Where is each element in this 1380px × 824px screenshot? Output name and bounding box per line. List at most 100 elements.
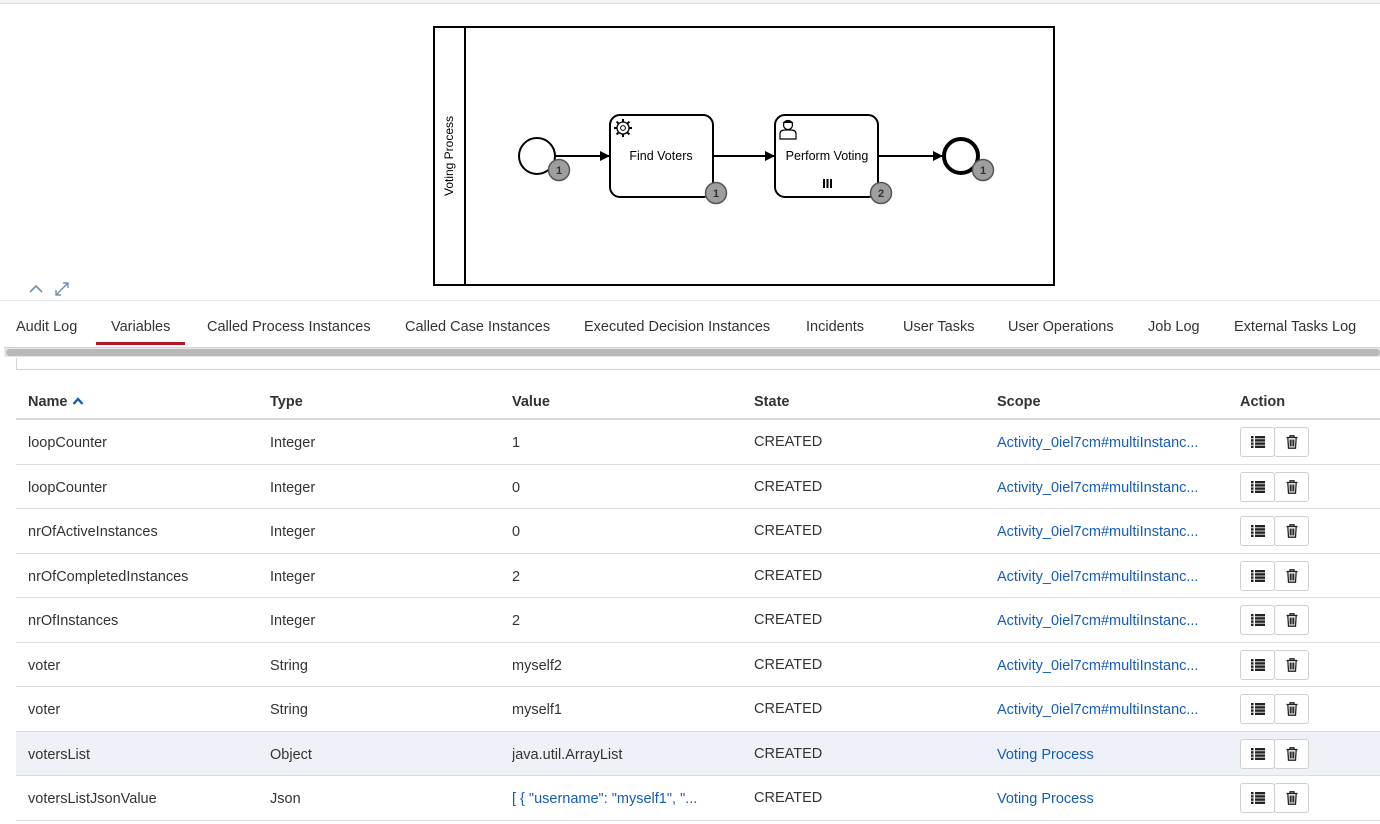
tab-called-process-instances[interactable]: Called Process Instances <box>207 319 371 335</box>
variable-state: CREATED <box>754 612 823 628</box>
details-button[interactable] <box>1240 649 1275 680</box>
variable-state: CREATED <box>754 567 823 584</box>
variable-name: voter <box>28 657 61 674</box>
tab-incidents[interactable]: Incidents <box>806 319 865 335</box>
task-label: Find Voters <box>629 149 692 163</box>
collapse-diagram-button[interactable] <box>27 281 45 297</box>
trash-icon <box>1286 657 1298 672</box>
trash-icon <box>1286 435 1298 449</box>
variable-scope-link[interactable]: Activity_0iel7cm#multiInstanc... <box>997 524 1199 540</box>
tab-called-case-instances[interactable]: Called Case Instances <box>405 319 551 335</box>
column-header-value[interactable]: Value <box>512 394 550 410</box>
column-header-name[interactable]: Name <box>28 394 258 410</box>
variable-scope-link[interactable]: Activity_0iel7cm#multiInstanc... <box>997 657 1199 674</box>
tab-user-tasks[interactable]: User Tasks <box>903 319 975 335</box>
variables-table: Name Type Value State Scope Action loopC… <box>16 382 1380 821</box>
tab-bar: Audit Log Variables Called Process Insta… <box>0 300 1380 346</box>
list-icon <box>1250 614 1265 626</box>
find-voters-badge: 1 <box>704 181 728 205</box>
variable-scope-link[interactable]: Activity_0iel7cm#multiInstanc... <box>997 568 1199 585</box>
delete-button[interactable] <box>1274 783 1309 813</box>
parallel-multi-instance-icon <box>823 179 832 188</box>
end-event[interactable] <box>942 137 980 175</box>
variable-scope-link[interactable]: Activity_0iel7cm#multiInstanc... <box>997 613 1199 629</box>
details-button[interactable] <box>1240 427 1275 457</box>
column-header-action: Action <box>1240 394 1286 410</box>
delete-button[interactable] <box>1274 471 1309 502</box>
variable-state: CREATED <box>754 434 823 450</box>
variable-name: nrOfActiveInstances <box>28 524 158 540</box>
list-icon <box>1250 747 1265 760</box>
variable-value: myself1 <box>512 702 562 718</box>
details-button[interactable] <box>1240 516 1275 546</box>
delete-button[interactable] <box>1274 738 1309 769</box>
sort-ascending-icon[interactable] <box>72 394 84 410</box>
gear-icon <box>614 119 632 137</box>
variable-scope-link[interactable]: Activity_0iel7cm#multiInstanc... <box>997 435 1199 451</box>
details-button[interactable] <box>1240 471 1275 502</box>
svg-text:1: 1 <box>713 188 719 200</box>
variable-scope-link[interactable]: Activity_0iel7cm#multiInstanc... <box>997 702 1199 718</box>
tab-job-log[interactable]: Job Log <box>1148 319 1200 335</box>
row-actions <box>1240 694 1309 724</box>
scrollbar-thumb[interactable] <box>6 349 1380 356</box>
delete-button[interactable] <box>1274 560 1309 591</box>
details-button[interactable] <box>1240 783 1275 813</box>
task-label: Perform Voting <box>786 149 869 163</box>
details-button[interactable] <box>1240 694 1275 724</box>
variable-state: CREATED <box>754 523 823 539</box>
row-actions <box>1240 783 1309 813</box>
delete-button[interactable] <box>1274 427 1309 457</box>
trash-icon <box>1286 568 1298 583</box>
perform-voting-badge: 2 <box>869 181 893 205</box>
variable-state: CREATED <box>754 701 823 717</box>
tab-audit-log[interactable]: Audit Log <box>16 319 78 335</box>
details-button[interactable] <box>1240 605 1275 635</box>
variable-value[interactable]: [ { "username": "myself1", "... <box>512 791 698 807</box>
variable-scope-link[interactable]: Voting Process <box>997 791 1094 807</box>
variable-type: Object <box>270 746 312 763</box>
row-actions <box>1240 649 1309 680</box>
tab-executed-decision-instances[interactable]: Executed Decision Instances <box>584 319 771 335</box>
variable-scope-link[interactable]: Voting Process <box>997 746 1094 763</box>
variable-value: 2 <box>512 613 521 629</box>
details-button[interactable] <box>1240 560 1275 591</box>
panel-border <box>16 358 1380 370</box>
column-header-type[interactable]: Type <box>270 394 303 410</box>
trash-icon <box>1286 746 1298 761</box>
delete-button[interactable] <box>1274 516 1309 546</box>
variable-scope-link[interactable]: Activity_0iel7cm#multiInstanc... <box>997 479 1199 496</box>
tab-user-operations[interactable]: User Operations <box>1008 319 1114 335</box>
trash-icon <box>1286 613 1298 627</box>
variable-type: Integer <box>270 524 316 540</box>
expand-diagram-button[interactable] <box>53 281 71 297</box>
variable-name: voter <box>28 702 61 718</box>
tab-external-tasks-log[interactable]: External Tasks Log <box>1234 319 1357 335</box>
delete-button[interactable] <box>1274 694 1309 724</box>
bpmn-diagram[interactable]: Voting Process Find Voters <box>0 5 1380 300</box>
column-header-state[interactable]: State <box>754 394 790 410</box>
details-button[interactable] <box>1240 738 1275 769</box>
delete-button[interactable] <box>1274 649 1309 680</box>
user-icon <box>779 119 797 140</box>
delete-button[interactable] <box>1274 605 1309 635</box>
task-perform-voting[interactable]: Perform Voting <box>774 114 879 198</box>
task-find-voters[interactable]: Find Voters <box>609 114 714 198</box>
trash-icon <box>1286 702 1298 716</box>
tab-variables[interactable]: Variables <box>96 315 186 345</box>
pool-label: Voting Process <box>442 116 456 196</box>
variable-name: nrOfInstances <box>28 613 119 629</box>
row-actions <box>1240 427 1309 457</box>
variable-type: Integer <box>270 435 316 451</box>
variable-value: myself2 <box>512 657 562 674</box>
column-header-scope[interactable]: Scope <box>997 394 1041 410</box>
